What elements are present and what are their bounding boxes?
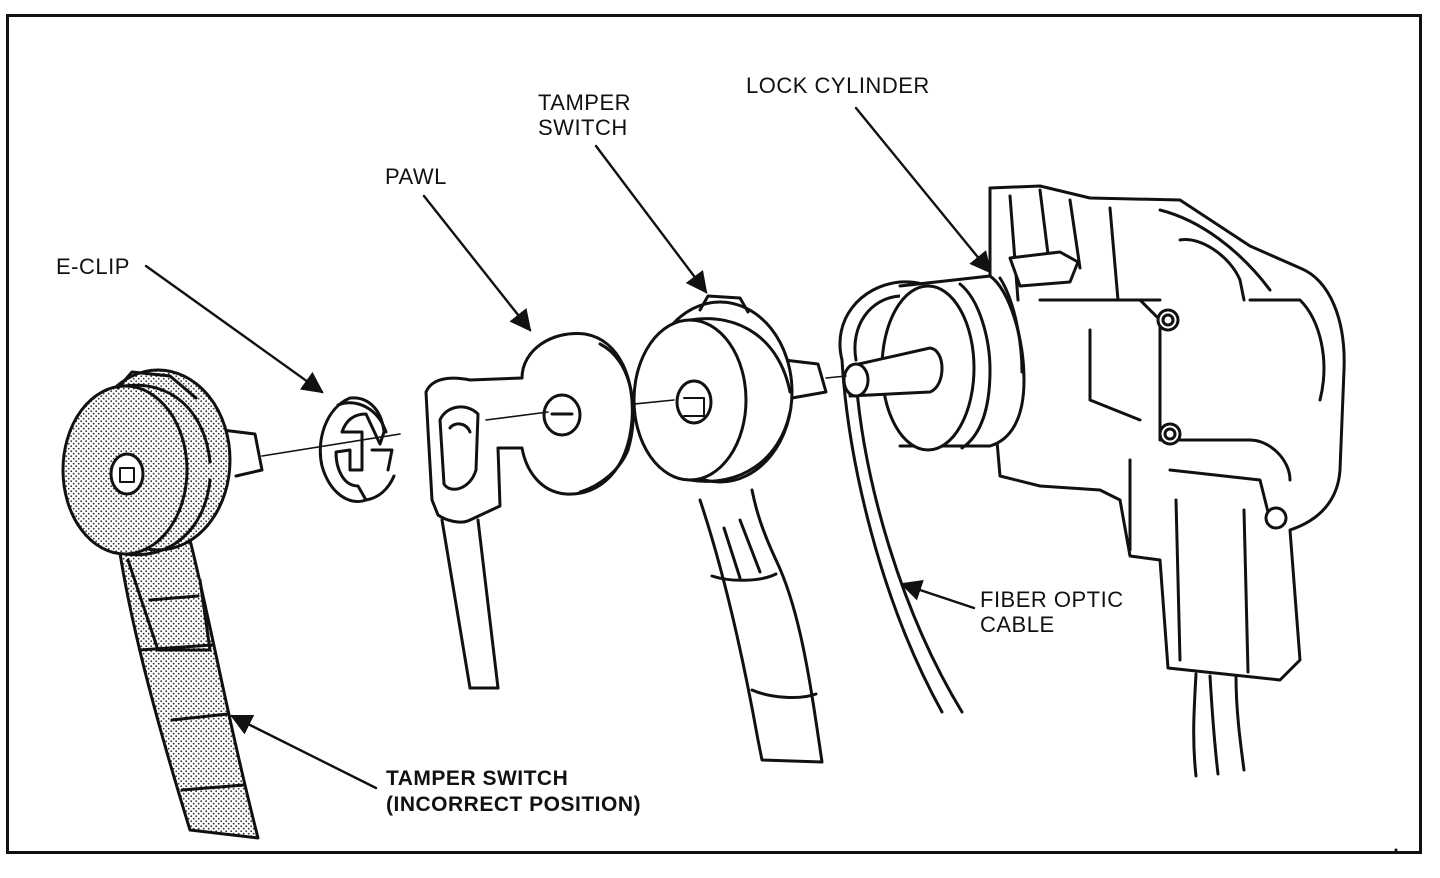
tamper-switch-incorrect-part [61,368,264,840]
leader-tamper-switch-incorrect [230,714,378,790]
leader-e-clip [144,264,324,394]
lock-cylinder-housing-part [838,184,1346,778]
label-lock-cylinder: LOCK CYLINDER [746,73,930,98]
leader-tamper-switch [594,144,708,294]
label-tamper-switch-incorrect-line2: (INCORRECT POSITION) [386,793,641,816]
label-e-clip: E-CLIP [56,254,130,279]
label-fiber-optic-line1: FIBER OPTIC [980,587,1124,612]
leader-pawl [422,194,532,332]
axis-line-4 [825,375,847,379]
label-tamper-switch-line2: SWITCH [538,115,628,140]
pawl-part [424,332,635,690]
axis-line-2 [485,411,549,421]
tamper-switch-part [632,294,828,764]
e-clip-part [318,396,396,503]
leader-lock-cylinder [854,106,992,274]
label-pawl: PAWL [385,164,447,189]
diagram-frame [6,14,1422,854]
speck-mark [1394,848,1398,852]
label-tamper-switch-incorrect-line1: TAMPER SWITCH [386,767,569,790]
axis-line-3 [633,399,675,405]
leader-fiber-optic-cable [899,579,976,610]
label-fiber-optic-line2: CABLE [980,612,1055,637]
label-tamper-switch-line1: TAMPER [538,90,632,115]
axis-line-1 [261,433,401,457]
